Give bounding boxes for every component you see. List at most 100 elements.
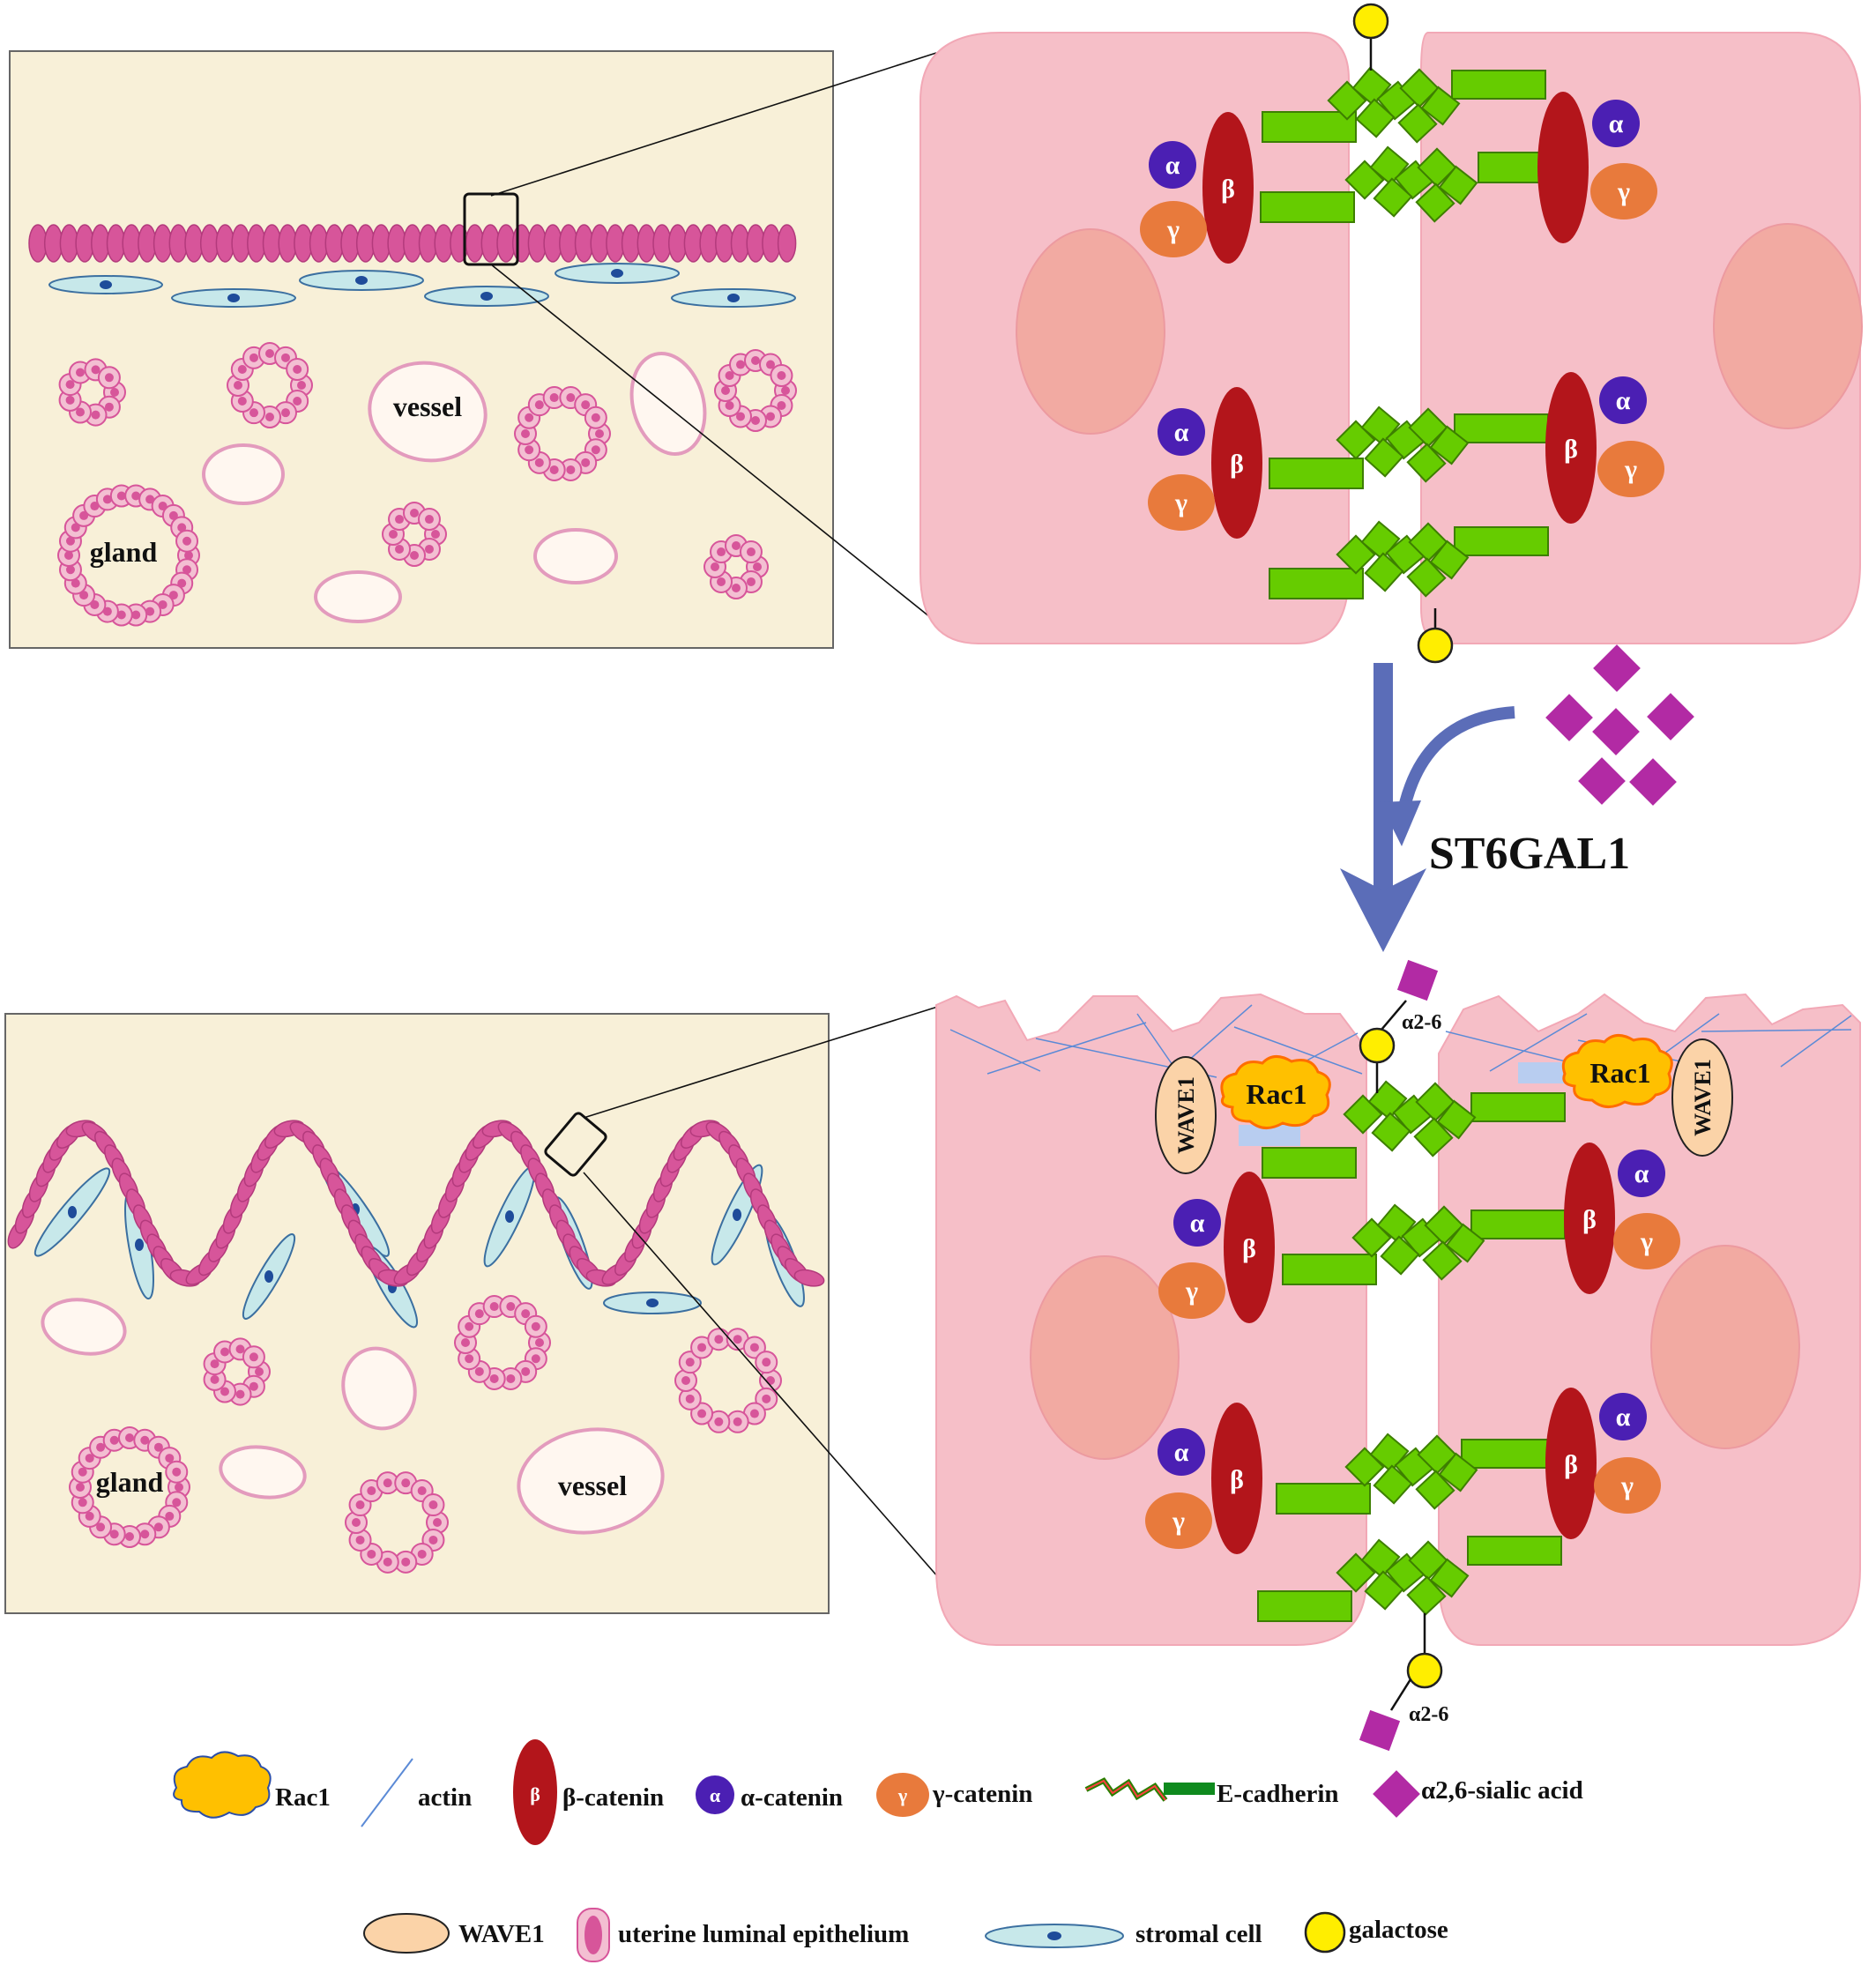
svg-text:α: α	[1174, 1438, 1189, 1467]
catenin-complex-left-mid: β α γ	[1158, 1172, 1275, 1323]
svg-text:uterine luminal epithelium: uterine luminal epithelium	[618, 1920, 909, 1948]
rac1-right: Rac1	[1518, 1034, 1673, 1108]
galactose-residues	[1352, 3, 1454, 664]
svg-text:galactose: galactose	[1349, 1916, 1448, 1944]
st6gal1-arrow	[1340, 663, 1515, 952]
gland-cell	[417, 508, 441, 532]
actin-icon	[361, 1758, 413, 1827]
svg-text:β-catenin: β-catenin	[562, 1783, 664, 1812]
legend-epithelium: uterine luminal epithelium	[577, 1908, 909, 1962]
svg-text:γ: γ	[1624, 455, 1637, 484]
legend-e-cadherin: E-cadherin	[1084, 1777, 1339, 1808]
svg-text:β: β	[1582, 1205, 1597, 1234]
left-nucleus	[1030, 1255, 1180, 1460]
svg-text:β: β	[530, 1783, 540, 1805]
svg-text:α: α	[710, 1784, 721, 1806]
folded-luminal-epithelium	[7, 1120, 825, 1287]
sialylated-galactose-bottom: α2-6	[1359, 1613, 1448, 1752]
rac1-icon	[173, 1751, 272, 1819]
svg-text:α2-6: α2-6	[1409, 1703, 1448, 1726]
svg-text:α: α	[1634, 1159, 1649, 1188]
svg-text:stromal cell: stromal cell	[1135, 1920, 1262, 1948]
svg-text:γ: γ	[1640, 1227, 1653, 1256]
actin-filaments	[949, 1004, 1852, 1078]
sialic-acid-cluster	[1545, 644, 1694, 806]
svg-text:α2,6-sialic acid: α2,6-sialic acid	[1421, 1776, 1583, 1805]
catenin-complex-right-top: α γ	[1537, 92, 1657, 243]
svg-text:WAVE1: WAVE1	[1690, 1059, 1716, 1136]
svg-text:E-cadherin: E-cadherin	[1217, 1780, 1339, 1808]
legend-sialic-acid: α2,6-sialic acid	[1373, 1770, 1583, 1818]
gland-cell	[584, 406, 607, 429]
galactose-icon	[1304, 1911, 1346, 1954]
svg-text:actin: actin	[418, 1783, 472, 1812]
legend-gamma-catenin: γ γ-catenin	[876, 1773, 1032, 1817]
cell-pair-after: α2-6 α2-6 WAVE1 Rac1 WAVE1 Rac1	[935, 959, 1861, 1752]
cell-pair-before: β α γ β α γ α γ β α γ	[919, 3, 1863, 664]
luminal-epithelium-layer	[28, 224, 797, 263]
catenin-complex-right-bottom: β α γ	[1545, 372, 1664, 524]
gland-cell	[739, 540, 763, 564]
svg-text:β: β	[1564, 1450, 1578, 1479]
beta-catenin-icon	[513, 1739, 557, 1845]
legend-actin: actin	[361, 1758, 472, 1827]
legend-galactose: galactose	[1304, 1911, 1448, 1954]
legend-beta-catenin: β β-catenin	[513, 1739, 664, 1845]
svg-text:γ: γ	[897, 1784, 907, 1806]
catenin-complex-left-bottom: β α γ	[1145, 1403, 1262, 1554]
svg-text:β: β	[1230, 450, 1244, 479]
legend: Rac1 actin β β-catenin α α-catenin γ γ-c…	[173, 1739, 1583, 1962]
svg-text:β: β	[1230, 1465, 1244, 1494]
left-nucleus	[1016, 228, 1165, 435]
gland-cell	[97, 366, 121, 390]
e-cadherin-junctions	[1257, 1080, 1566, 1622]
svg-text:γ: γ	[1620, 1471, 1634, 1500]
svg-text:γ: γ	[1166, 215, 1180, 244]
gland-cell	[421, 1493, 445, 1517]
svg-text:α: α	[1174, 418, 1189, 447]
wave1-icon	[363, 1913, 450, 1954]
gland-cell	[242, 1345, 265, 1369]
svg-text:β: β	[1564, 435, 1578, 464]
vessel-label: vessel	[558, 1470, 627, 1501]
svg-text:WAVE1: WAVE1	[1173, 1076, 1199, 1154]
rac1-left: Rac1	[1220, 1055, 1331, 1146]
catenin-complex-right-mid: β α γ	[1564, 1143, 1680, 1294]
right-cell	[1420, 32, 1861, 644]
gland-label: gland	[90, 536, 158, 568]
svg-text:α: α	[1165, 151, 1180, 180]
svg-text:γ: γ	[1185, 1277, 1198, 1306]
right-nucleus	[1713, 223, 1863, 429]
legend-rac1: Rac1	[173, 1751, 331, 1819]
vessels-receptive	[41, 1298, 665, 1535]
wave1-left: WAVE1	[1155, 1056, 1217, 1174]
svg-text:β: β	[1221, 175, 1235, 204]
stromal-cells	[48, 263, 796, 308]
svg-text:γ-catenin: γ-catenin	[932, 1780, 1032, 1808]
sialic-acid-icon	[1373, 1770, 1420, 1818]
svg-text:β: β	[1242, 1234, 1256, 1263]
legend-alpha-catenin: α α-catenin	[696, 1775, 843, 1814]
right-nucleus	[1650, 1245, 1800, 1449]
gland-label: gland	[96, 1466, 164, 1498]
svg-text:γ: γ	[1172, 1507, 1185, 1536]
alpha-catenin-icon	[696, 1775, 734, 1814]
catenin-complex-left-bottom: β α γ	[1148, 387, 1262, 539]
catenin-complex-right-bottom: β α γ	[1545, 1388, 1661, 1539]
gland-cell	[165, 1460, 189, 1484]
legend-wave1: WAVE1	[363, 1913, 545, 1954]
epithelial-cell	[793, 1269, 825, 1287]
gamma-catenin-icon	[876, 1773, 929, 1817]
svg-text:α: α	[1609, 109, 1624, 138]
svg-text:Rac1: Rac1	[1589, 1057, 1650, 1089]
svg-text:α-catenin: α-catenin	[741, 1783, 843, 1812]
svg-text:γ: γ	[1617, 177, 1630, 206]
gland-cell	[524, 1314, 547, 1338]
gland-cell	[286, 358, 309, 381]
svg-text:γ: γ	[1174, 488, 1187, 517]
svg-text:Rac1: Rac1	[275, 1783, 331, 1812]
normal-tissue-panel: vessel gland	[9, 50, 834, 649]
vessels	[202, 352, 707, 623]
svg-text:WAVE1: WAVE1	[458, 1920, 545, 1948]
